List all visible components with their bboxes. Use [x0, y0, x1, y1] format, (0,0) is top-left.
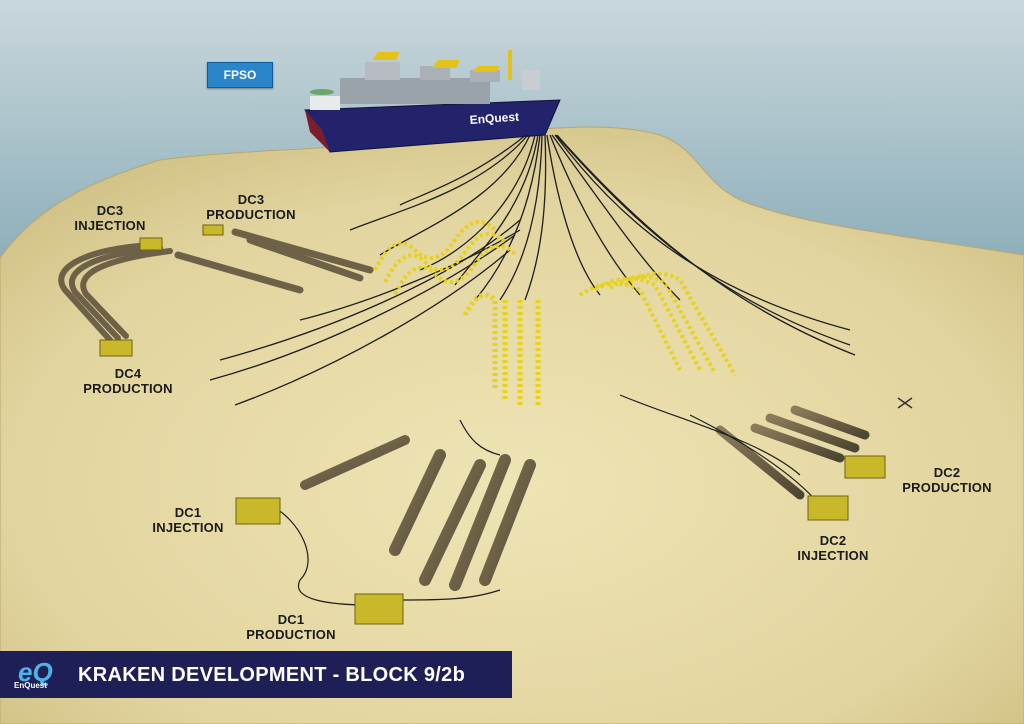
fpso-vessel: EnQuest — [304, 50, 561, 153]
label-line: INJECTION — [797, 548, 869, 563]
subsea-manifolds — [99, 224, 886, 625]
manifold-dc2-production — [844, 455, 886, 479]
fpso-tag: FPSO — [207, 62, 273, 88]
riser-lines — [209, 134, 856, 406]
pipe-bundles-dc2 — [715, 405, 870, 500]
manifold-dc3-injection — [139, 237, 163, 251]
label-line: INJECTION — [74, 218, 146, 233]
manifold-dc1-injection — [235, 497, 281, 525]
label-dc3-production: DC3 PRODUCTION — [198, 192, 304, 222]
label-dc2-production: DC2 PRODUCTION — [894, 465, 1000, 495]
label-line: PRODUCTION — [206, 207, 296, 222]
label-line: DC1 — [277, 612, 305, 627]
label-line: INJECTION — [152, 520, 224, 535]
label-line: PRODUCTION — [83, 381, 173, 396]
label-line: DC1 — [174, 505, 202, 520]
label-dc1-injection: DC1 INJECTION — [145, 505, 231, 535]
logo-wordmark: EnQuest — [14, 681, 47, 690]
label-dc2-injection: DC2 INJECTION — [790, 533, 876, 563]
manifold-dc3-production — [202, 224, 224, 236]
label-line: DC3 — [96, 203, 124, 218]
pipe-bundles-dc1 — [300, 435, 536, 591]
label-line: PRODUCTION — [246, 627, 336, 642]
enquest-logo: eQ — [18, 657, 53, 687]
label-line: PRODUCTION — [902, 480, 992, 495]
label-line: DC3 — [237, 192, 265, 207]
cross-icon — [897, 397, 913, 409]
logo-mark: eQ — [18, 657, 53, 687]
label-dc3-injection: DC3 INJECTION — [70, 203, 150, 233]
buoyancy-modules — [373, 220, 737, 405]
manifold-dc2-injection — [807, 495, 849, 521]
page-title: KRAKEN DEVELOPMENT - BLOCK 9/2b — [78, 664, 466, 686]
ship-name: EnQuest — [469, 110, 519, 127]
label-line: DC4 — [114, 366, 142, 381]
label-line: DC2 — [933, 465, 961, 480]
manifold-dc1-production — [354, 593, 404, 625]
flowlines — [269, 394, 821, 606]
title-bar: eQ EnQuest KRAKEN DEVELOPMENT - BLOCK 9/… — [0, 651, 512, 698]
pipe-bundles-dc3-dc4 — [58, 228, 374, 343]
manifold-dc4-production — [99, 339, 133, 357]
label-dc4-production: DC4 PRODUCTION — [75, 366, 181, 396]
label-dc1-production: DC1 PRODUCTION — [238, 612, 344, 642]
label-line: DC2 — [819, 533, 847, 548]
